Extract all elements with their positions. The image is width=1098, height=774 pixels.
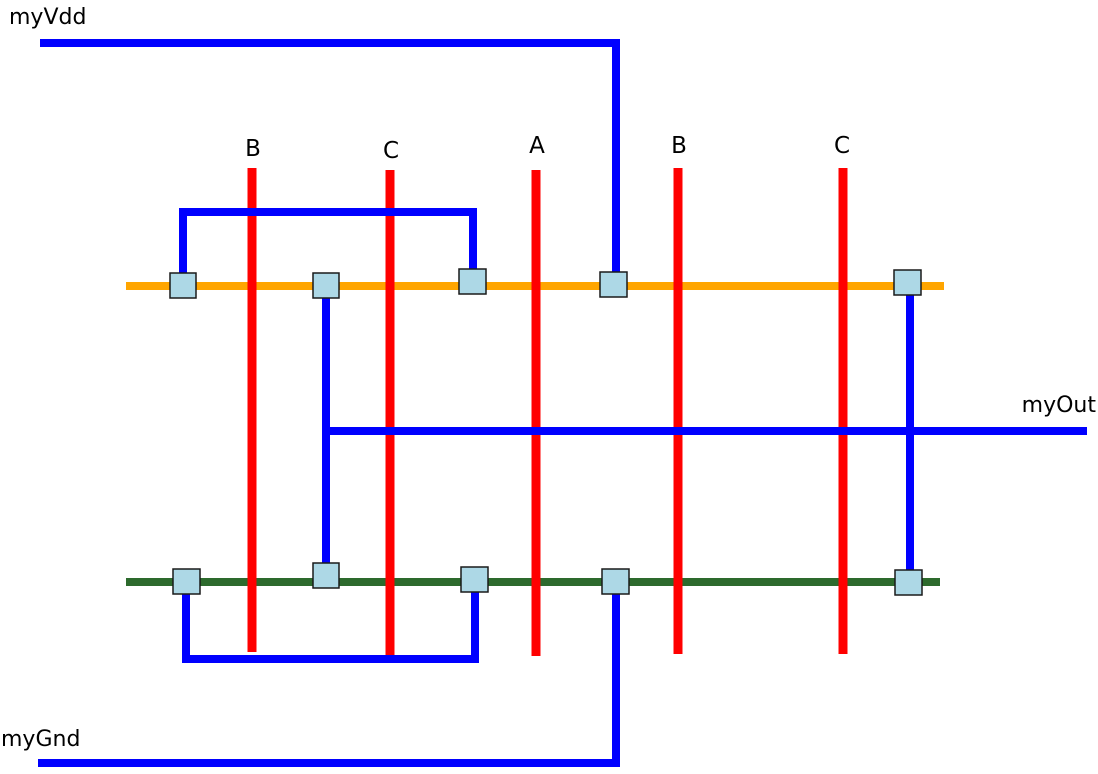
contact — [312, 562, 340, 589]
contact — [894, 569, 923, 596]
gate-label: B — [245, 136, 261, 162]
bottom-bridge-wire — [182, 580, 479, 663]
vdd-wire — [40, 39, 620, 285]
top-bridge-wire — [179, 208, 477, 285]
vdd-label: myVdd — [9, 5, 86, 30]
gate-label: C — [383, 138, 399, 164]
contact — [169, 272, 197, 299]
contact — [460, 566, 489, 593]
contact — [172, 568, 201, 595]
gate-label: B — [671, 133, 687, 159]
gate-label: C — [834, 133, 850, 159]
contact — [601, 568, 630, 595]
out-label: myOut — [1022, 393, 1097, 418]
gnd-label: myGnd — [1, 727, 80, 752]
gnd-wire — [38, 582, 620, 767]
contact — [458, 268, 487, 295]
contact — [599, 271, 628, 298]
contact — [312, 272, 340, 299]
gate-label: A — [529, 133, 545, 159]
contact — [893, 269, 922, 296]
